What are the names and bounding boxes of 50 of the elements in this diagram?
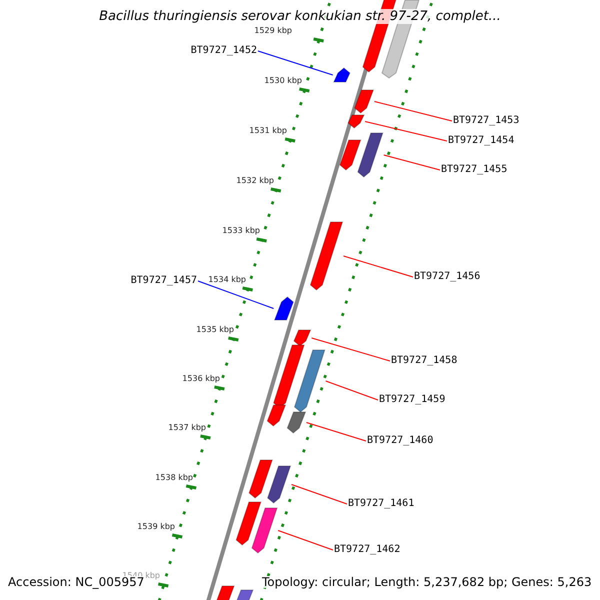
- leader-line: [364, 121, 448, 142]
- gene-feature: [236, 502, 262, 546]
- gene-label: BT9727_1462: [334, 545, 400, 555]
- gene-label: BT9727_1459: [379, 395, 446, 405]
- gene-label: BT9727_1454: [448, 136, 514, 146]
- gene-feature: [339, 140, 362, 171]
- leader-line: [374, 101, 452, 122]
- gene-label: BT9727_1461: [348, 499, 414, 509]
- gene-label: BT9727_1456: [414, 272, 480, 282]
- scale-label: 1538 kbp: [155, 474, 193, 482]
- gene-feature: [333, 67, 351, 82]
- scale-label: 1532 kbp: [236, 177, 274, 185]
- gene-feature: [357, 132, 384, 178]
- gene-label: BT9727_1458: [391, 356, 458, 366]
- gene-label: BT9727_1460: [367, 436, 434, 446]
- gene-feature: [286, 412, 306, 434]
- scale-label: 1535 kbp: [196, 326, 234, 334]
- leader-line: [278, 530, 334, 550]
- leader-line: [325, 380, 378, 400]
- gene-feature: [274, 296, 294, 320]
- scale-label: 1537 kbp: [168, 424, 206, 432]
- scale-label: 1533 kbp: [222, 227, 260, 235]
- scale-label: 1539 kbp: [137, 523, 175, 531]
- leader-line: [291, 484, 348, 504]
- scale-label: 1531 kbp: [249, 127, 287, 135]
- leader-line: [383, 154, 440, 170]
- scale-label: 1529 kbp: [254, 27, 292, 35]
- gene-label: BT9727_1455: [441, 165, 508, 175]
- gene-label: BT9727_1457: [130, 276, 197, 286]
- gene-feature: [293, 330, 312, 347]
- leader-line: [311, 338, 390, 362]
- gene-feature: [234, 590, 254, 600]
- gene-feature: [310, 222, 344, 291]
- leader-line: [198, 280, 274, 309]
- gene-feature: [348, 114, 365, 129]
- title: Bacillus thuringiensis serovar konkukian str. 97-27, complet...: [99, 9, 501, 24]
- gene-feature: [248, 460, 273, 499]
- gene-label: BT9727_1452: [190, 46, 257, 56]
- gene-feature: [267, 466, 292, 504]
- scale-label: 1530 kbp: [264, 77, 302, 85]
- scale-label: 1534 kbp: [208, 276, 246, 284]
- gene-feature: [251, 508, 278, 554]
- leader-line: [258, 50, 334, 76]
- gene-feature: [266, 404, 286, 427]
- topology-text: Topology: circular; Length: 5,237,682 bp; Genes: 5,263: [262, 576, 592, 588]
- gene-feature: [214, 586, 235, 600]
- gene-feature: [294, 350, 326, 413]
- gene-label: BT9727_1453: [453, 116, 520, 126]
- gene-feature: [354, 90, 374, 114]
- scale-label: 1536 kbp: [182, 375, 220, 383]
